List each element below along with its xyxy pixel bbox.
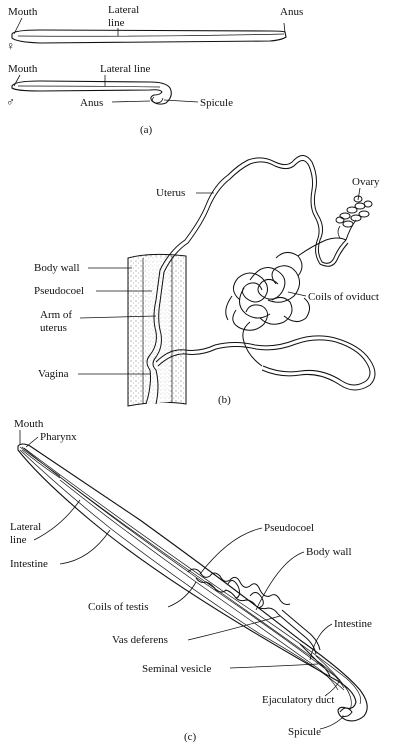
c-body-wall-label: Body wall xyxy=(306,546,352,558)
female-mouth-label: Mouth xyxy=(8,6,38,18)
male-mouth-label: Mouth xyxy=(8,63,38,75)
female-anus-label: Anus xyxy=(280,6,303,18)
male-lateral-line-label: Lateral line xyxy=(100,63,151,75)
c-pharynx-label: Pharynx xyxy=(40,431,77,443)
pharynx xyxy=(19,446,61,479)
female-lateral-line-label-1: Lateral xyxy=(108,4,139,16)
arm-of-uterus xyxy=(146,269,161,371)
c-pseudocoel-label: Pseudocoel xyxy=(264,522,314,534)
testis-coils xyxy=(187,568,291,605)
female-lateral-line xyxy=(17,33,285,37)
panel-b-caption: (b) xyxy=(218,394,231,406)
uterus-label: Uterus xyxy=(156,187,185,199)
arm-of-uterus-label-1: Arm of xyxy=(40,309,72,321)
vagina-label: Vagina xyxy=(38,368,69,380)
panel-a-caption: (a) xyxy=(140,124,153,136)
ejaculatory-duct xyxy=(315,655,352,711)
vagina-to-oviduct xyxy=(155,335,376,391)
male-worm xyxy=(11,80,172,105)
female-worm xyxy=(11,22,287,44)
male-lateral-line xyxy=(17,85,161,88)
body-wall-segment xyxy=(127,253,187,407)
c-seminal-vesicle-label: Seminal vesicle xyxy=(142,663,211,675)
spicule xyxy=(339,707,353,717)
c-vas-deferens-label: Vas deferens xyxy=(112,634,168,646)
c-lateral-line-label-2: line xyxy=(10,534,27,546)
pseudocoel-label: Pseudocoel xyxy=(34,285,84,297)
arm-of-uterus-label-2: uterus xyxy=(40,322,67,334)
panel-b: Uterus Ovary Body wall Pseudocoel Arm of… xyxy=(34,155,380,407)
uterus-tube xyxy=(159,155,347,271)
seminal-vesicle xyxy=(299,643,331,677)
c-lateral-line-label-1: Lateral xyxy=(10,521,41,533)
c-coils-of-testis-label: Coils of testis xyxy=(88,601,149,613)
panel-c: Mouth Pharynx Lateral line Intestine Pse… xyxy=(10,418,372,743)
vas-deferens xyxy=(277,613,317,655)
male-body-outline xyxy=(17,443,368,722)
coils-of-oviduct-label: Coils of oviduct xyxy=(308,291,379,303)
male-anus-label: Anus xyxy=(80,97,103,109)
male-worm-body xyxy=(17,443,368,722)
c-intestine-label-left: Intestine xyxy=(10,558,48,570)
body-wall-label: Body wall xyxy=(34,262,80,274)
panel-c-caption: (c) xyxy=(184,731,197,743)
male-spicule-label: Spicule xyxy=(200,97,233,109)
ovary-label: Ovary xyxy=(352,176,380,188)
panel-a: Mouth Lateral line Anus ♀ Mouth Lateral … xyxy=(6,4,303,136)
male-symbol: ♂ xyxy=(6,95,15,109)
c-intestine-label-right: Intestine xyxy=(334,618,372,630)
c-ejaculatory-duct-label: Ejaculatory duct xyxy=(262,694,334,706)
c-spicule-label: Spicule xyxy=(288,726,321,738)
intestine xyxy=(59,476,345,689)
female-symbol: ♀ xyxy=(6,39,15,53)
female-lateral-line-label-2: line xyxy=(108,17,125,29)
spicule-shape xyxy=(152,96,164,104)
oviduct-coils xyxy=(225,237,347,367)
c-mouth-label: Mouth xyxy=(14,418,44,430)
ovary xyxy=(335,195,373,241)
